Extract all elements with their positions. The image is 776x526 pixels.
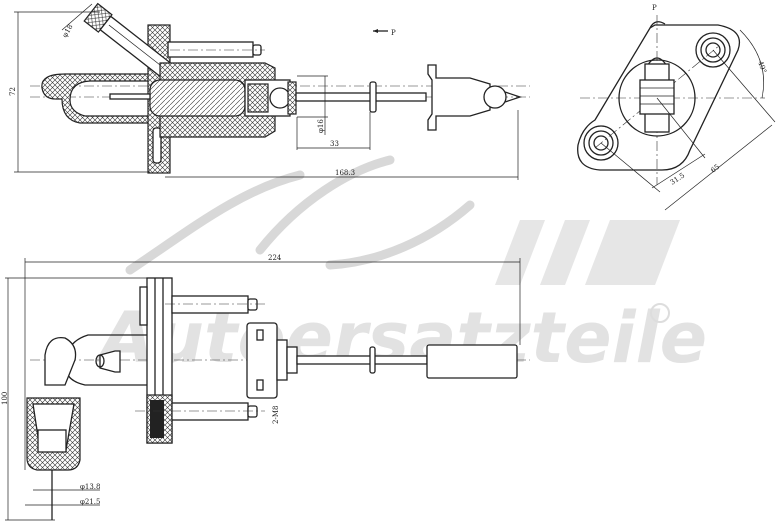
dim-height: 72 [9, 87, 17, 96]
dim-rod-diameter: φ16 [317, 119, 325, 133]
view-arrow-label: P [391, 29, 396, 37]
top-view: 224 100 2-M8 φ13.8 [1, 254, 530, 521]
dim-inlet-diameter: φ18 [61, 23, 75, 39]
dim-half-bolt-spacing: 31.5 [669, 171, 686, 186]
end-view-label: P [652, 4, 657, 12]
dim-angle: 49° [756, 60, 768, 74]
dim-rod-offset: 33 [330, 140, 339, 148]
end-view-p: P 49° 31.5 65 [577, 4, 776, 211]
bolt-hole-bottom [583, 125, 619, 161]
dim-bolts: 2-M8 [272, 406, 280, 424]
dim-port-inner: φ13.8 [80, 483, 101, 491]
dim-bolt-spacing: 65 [709, 163, 721, 175]
bolt-hole-top [695, 32, 731, 68]
dim-length: 168.3 [335, 169, 355, 177]
dim-total-length: 224 [268, 254, 282, 262]
watermark-logo: Autoersatzteile [95, 155, 707, 379]
dim-height-100: 100 [1, 392, 9, 405]
dim-port-outer: φ21.5 [80, 498, 101, 506]
side-section-view: P 72 φ18 168.3 φ16 33 [9, 2, 530, 180]
